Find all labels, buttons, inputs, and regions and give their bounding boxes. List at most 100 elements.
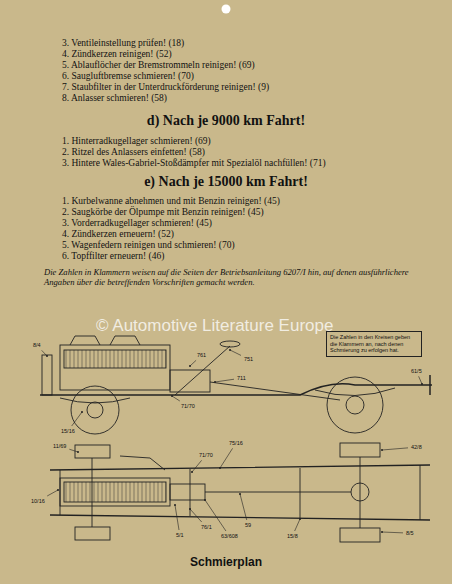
section-heading: e) Nach je 15000 km Fahrt!: [0, 174, 452, 190]
engine-plan: [60, 478, 170, 506]
front-spring: [60, 398, 130, 403]
schedule-item: 2. Saugkörbe der Ölpumpe mit Benzin rein…: [62, 207, 264, 218]
cylinder-heads: [70, 336, 140, 345]
leader-line: [295, 519, 300, 531]
driveshaft-plan: [205, 492, 351, 493]
leader-line: [240, 494, 247, 520]
radiator: [42, 355, 52, 395]
callout-number: 71/70: [198, 452, 214, 458]
schedule-item: 3. Vorderradkugellager schmieren! (45): [62, 218, 212, 229]
leader-line: [72, 412, 82, 426]
note-box: Die Zahlen in den Kreisen geben die Klam…: [326, 331, 422, 357]
caption: Schmierplan: [0, 556, 452, 570]
steering-wheel: [220, 341, 240, 347]
leader-dot: [77, 451, 79, 453]
callout-number: 8/4: [32, 342, 42, 348]
schedule-item: 4. Zündkerzen reinigen! (52): [62, 49, 172, 60]
schedule-item: 1. Hinterradkugellager schmieren! (69): [62, 136, 211, 147]
steering-column: [175, 346, 230, 395]
frame: [40, 384, 432, 395]
schedule-item: 3. Hintere Wales-Gabriel-Stoßdämpfer mit…: [62, 158, 326, 169]
rear-spring: [315, 388, 395, 396]
leader-line: [419, 376, 422, 384]
leader-line: [175, 505, 179, 530]
callout-number: 10/16: [30, 498, 46, 504]
engine-plan-fins: [64, 482, 166, 502]
leader-dot: [219, 467, 221, 469]
schedule-item: 7. Staubfilter in der Unterdruckförderun…: [62, 82, 269, 93]
leader-dot: [189, 365, 191, 367]
schedule-item: 3. Ventileinstellung prüfen! (18): [62, 38, 184, 49]
leader-line: [42, 350, 47, 356]
schedule-item: 6. Topffilter erneuern! (46): [62, 251, 164, 262]
leader-dot: [381, 531, 383, 533]
schedule-item: 6. Saugluftbremse schmieren! (70): [62, 71, 194, 82]
leader-line: [382, 532, 403, 534]
schedule-item: 4. Zündkerzen erneuern! (52): [62, 229, 174, 240]
schedule-item: 8. Anlasser schmieren! (58): [62, 93, 167, 104]
schedule-item: 5. Wagenfedern reinigen und schmieren! (…: [62, 240, 235, 251]
section-heading: d) Nach je 9000 km Fahrt!: [0, 113, 452, 129]
front-wheel-right: [75, 527, 110, 540]
callout-number: 711: [236, 375, 247, 381]
callout-number: 5/1: [175, 532, 185, 538]
leader-dot: [229, 349, 231, 351]
callout-number: 42/8: [410, 444, 423, 450]
rear-axle: [360, 457, 361, 528]
punch-hole: [222, 5, 231, 14]
schedule-item: 2. Ritzel des Anlassers einfetten! (58): [62, 147, 205, 158]
leader-dot: [239, 493, 241, 495]
leader-line: [192, 460, 202, 472]
rear-bumper: [429, 375, 431, 395]
leader-dot: [204, 499, 206, 501]
callout-number: 76/1: [200, 524, 213, 530]
callout-number: 63/608: [220, 533, 239, 539]
schedule-item: 5. Ablauflöcher der Bremstrommeln reinig…: [62, 60, 255, 71]
rear-wheel-right: [340, 528, 380, 542]
rear-wheel-left: [340, 443, 380, 457]
frame-rails: [50, 465, 430, 520]
leader-dot: [299, 518, 301, 520]
leader-dot: [57, 489, 59, 491]
leader-dot: [381, 449, 383, 451]
plan-view: [50, 443, 430, 542]
callout-number: 11/69: [52, 443, 67, 449]
steering-linkage: [120, 456, 165, 470]
note-text: Die Zahlen in den Kreisen geben die Klam…: [330, 334, 418, 354]
leader-dot: [214, 381, 216, 383]
front-wheel: [71, 386, 119, 434]
gearbox: [170, 370, 210, 392]
schedule-item: 1. Kurbelwanne abnehmen und mit Benzin r…: [62, 196, 280, 207]
callout-number: 59: [244, 522, 252, 528]
callout-number: 61/5: [410, 368, 423, 374]
leader-line: [190, 509, 202, 522]
front-wheel-left: [75, 445, 110, 458]
leader-line: [230, 350, 241, 355]
front-hub: [87, 402, 103, 418]
leader-dot: [191, 471, 193, 473]
driveshaft: [210, 382, 340, 400]
callout-number: 75/16: [228, 440, 244, 446]
leader-line: [47, 490, 58, 496]
leader-line: [172, 396, 180, 401]
leader-line: [69, 449, 78, 452]
engine-block: [60, 345, 170, 390]
engine-fins: [64, 350, 166, 368]
rear-wheel: [327, 377, 383, 433]
callout-number: 71/70: [180, 403, 196, 409]
leader-dot: [174, 504, 176, 506]
leader-line: [220, 448, 233, 468]
callout-number: 751: [243, 356, 254, 362]
callout-number: 8/5: [405, 530, 415, 536]
leader-dot: [189, 508, 191, 510]
leader-line: [190, 360, 196, 366]
callout-number: 15/8: [286, 533, 299, 539]
leader-line: [382, 448, 408, 450]
leader-dot: [421, 383, 423, 385]
watermark: © Automotive Literature Europe: [96, 316, 333, 336]
leader-line: [215, 379, 234, 382]
rear-hub: [346, 396, 364, 414]
gearbox-plan: [170, 484, 205, 500]
callout-number: 761: [196, 352, 207, 358]
differential: [351, 483, 369, 501]
